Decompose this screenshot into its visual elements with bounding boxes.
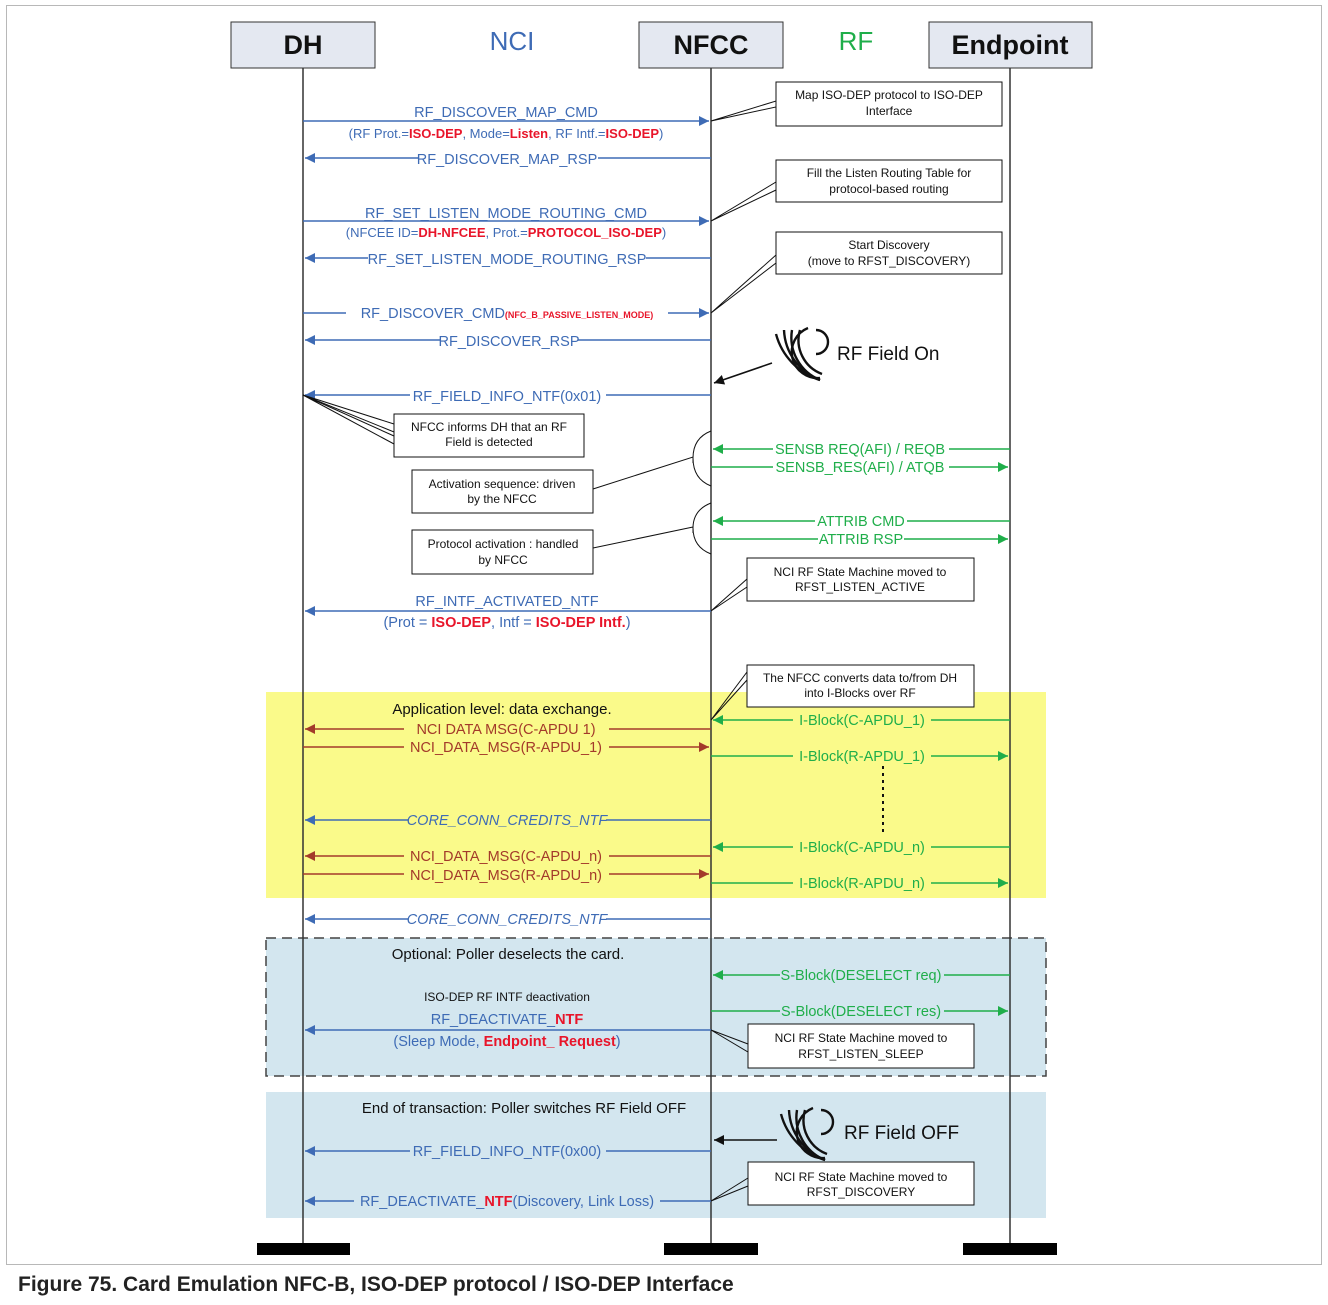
note-listen-active-line1: NCI RF State Machine moved to [774,565,947,579]
rf-field-on-pointer [713,362,773,385]
note-activation-sequence-line1: Activation sequence: driven [429,477,576,491]
rf-set-listen-routing-cmd-params: (NFCEE ID=DH-NFCEE, Prot.=PROTOCOL_ISO-D… [346,225,667,240]
figure-frame [6,5,1322,1265]
attrib-cmd-label: ATTRIB CMD [817,514,905,530]
rf-field-info-ntf-on-label: RF_FIELD_INFO_NTF(0x01) [413,389,602,405]
rf-field-on-icon [774,326,830,382]
rf-deactivate-ntf-discovery-label: RF_DEACTIVATE_NTF(Discovery, Link Loss) [360,1194,654,1210]
note-listen-active-line2: RFST_LISTEN_ACTIVE [795,580,925,594]
note-protocol-activation-line2: by NFCC [478,553,528,567]
note-field-detected-line2: Field is detected [445,435,532,449]
rf-deactivate-ntf-sleep-label: RF_DEACTIVATE_NTF [431,1012,584,1028]
note-listen-sleep-line2: RFST_LISTEN_SLEEP [798,1047,923,1061]
rf-intf-activated-ntf-label: RF_INTF_ACTIVATED_NTF [415,594,598,610]
nfcc-label: NFCC [674,30,749,60]
note-listen-active [746,557,975,602]
rf-field-on-label: RF Field On [837,344,939,365]
sensb-res-label: SENSB_RES(AFI) / ATQB [776,460,945,476]
core-conn-credits-ntf-2-label: CORE_CONN_CREDITS_NTF [407,912,609,928]
rf-discover-map-rsp-label: RF_DISCOVER_MAP_RSP [417,152,598,168]
nci-data-c-apdu-n-label: NCI_DATA_MSG(C-APDU_n) [410,849,602,865]
rf-set-listen-routing-rsp-label: RF_SET_LISTEN_MODE_ROUTING_RSP [368,252,647,268]
nfcc-box [638,21,784,69]
endpoint-box [928,21,1093,69]
s-block-deselect-req-label: S-Block(DESELECT req) [781,968,942,984]
dh-lifeline-end [257,1243,350,1255]
rf-discover-cmd-label: RF_DISCOVER_CMD(NFC_B_PASSIVE_LISTEN_MOD… [361,306,654,322]
note-start-discovery [775,231,1003,275]
end-title: End of transaction: Poller switches RF F… [362,1100,686,1117]
note-start-discovery-line2: (move to RFST_DISCOVERY) [808,254,970,268]
note-listen-routing-line2: protocol-based routing [829,182,948,196]
dh-box [230,21,376,69]
note-activation-sequence [411,469,594,514]
note-rfst-discovery-line1: NCI RF State Machine moved to [775,1170,948,1184]
note-map-iso-dep-line1: Map ISO-DEP protocol to ISO-DEP [795,88,983,102]
i-block-c-apdu-n-label: I-Block(C-APDU_n) [799,840,925,856]
i-block-r-apdu-n-label: I-Block(R-APDU_n) [799,876,925,892]
rf-field-off-icon [779,1106,835,1162]
nfcc-lifeline-end [664,1243,758,1255]
note-listen-routing [775,159,1003,203]
rf-intf-activated-ntf-params: (Prot = ISO-DEP, Intf = ISO-DEP Intf.) [383,615,630,631]
sequence-diagram: DH NFCC Endpoint NCI RF RF_DISCOVER_MAP_… [230,21,1093,1255]
note-field-detected [393,413,585,458]
rf-set-listen-routing-cmd-label: RF_SET_LISTEN_MODE_ROUTING_CMD [365,206,647,222]
note-rfst-discovery [747,1161,975,1206]
attrib-rsp-label: ATTRIB RSP [819,532,903,548]
note-listen-sleep-line1: NCI RF State Machine moved to [775,1031,948,1045]
i-block-c-apdu-1-label: I-Block(C-APDU_1) [799,713,925,729]
rf-field-info-ntf-off-label: RF_FIELD_INFO_NTF(0x00) [413,1144,602,1160]
core-conn-credits-ntf-1-label: CORE_CONN_CREDITS_NTF [407,813,609,829]
note-field-detected-line1: NFCC informs DH that an RF [411,420,567,434]
endpoint-label: Endpoint [952,30,1069,60]
i-block-r-apdu-1-label: I-Block(R-APDU_1) [799,749,925,765]
rf-discover-map-cmd-params: (RF Prot.=ISO-DEP, Mode=Listen, RF Intf.… [349,126,664,141]
note-protocol-activation-line1: Protocol activation : handled [428,537,579,551]
note-start-discovery-line1: Start Discovery [848,238,929,252]
sensb-req-label: SENSB REQ(AFI) / REQB [775,442,945,458]
figure-caption: Figure 75. Card Emulation NFC-B, ISO-DEP… [18,1273,734,1296]
note-rfst-discovery-line2: RFST_DISCOVERY [807,1185,915,1199]
dh-label: DH [284,30,323,60]
s-block-deselect-res-label: S-Block(DESELECT res) [781,1004,941,1020]
app-level-title: Application level: data exchange. [392,701,611,718]
note-activation-sequence-line2: by the NFCC [467,492,537,506]
nci-interface-label: NCI [490,26,535,56]
endpoint-lifeline-end [963,1243,1057,1255]
rf-discover-map-cmd-label: RF_DISCOVER_MAP_CMD [414,105,598,121]
note-listen-sleep [747,1023,975,1069]
note-map-iso-dep-line2: Interface [866,104,913,118]
optional-title: Optional: Poller deselects the card. [392,946,625,963]
nci-data-r-apdu-1-label: NCI_DATA_MSG(R-APDU_1) [410,740,602,756]
nci-data-r-apdu-n-label: NCI_DATA_MSG(R-APDU_n) [410,868,602,884]
note-listen-routing-line1: Fill the Listen Routing Table for [807,166,972,180]
rf-field-off-label: RF Field OFF [844,1123,959,1144]
deactivation-title: ISO-DEP RF INTF deactivation [424,990,590,1004]
note-converts-data-line1: The NFCC converts data to/from DH [763,671,957,685]
note-map-iso-dep [775,81,1003,127]
nci-data-c-apdu-1-label: NCI DATA MSG(C-APDU 1) [416,722,595,738]
rf-deactivate-ntf-sleep-params: (Sleep Mode, Endpoint_ Request) [393,1034,620,1050]
note-protocol-activation [411,529,594,575]
note-converts-data [746,664,975,708]
note-converts-data-line2: into I-Blocks over RF [804,686,915,700]
rf-discover-rsp-label: RF_DISCOVER_RSP [438,334,579,350]
rf-interface-label: RF [839,26,874,56]
